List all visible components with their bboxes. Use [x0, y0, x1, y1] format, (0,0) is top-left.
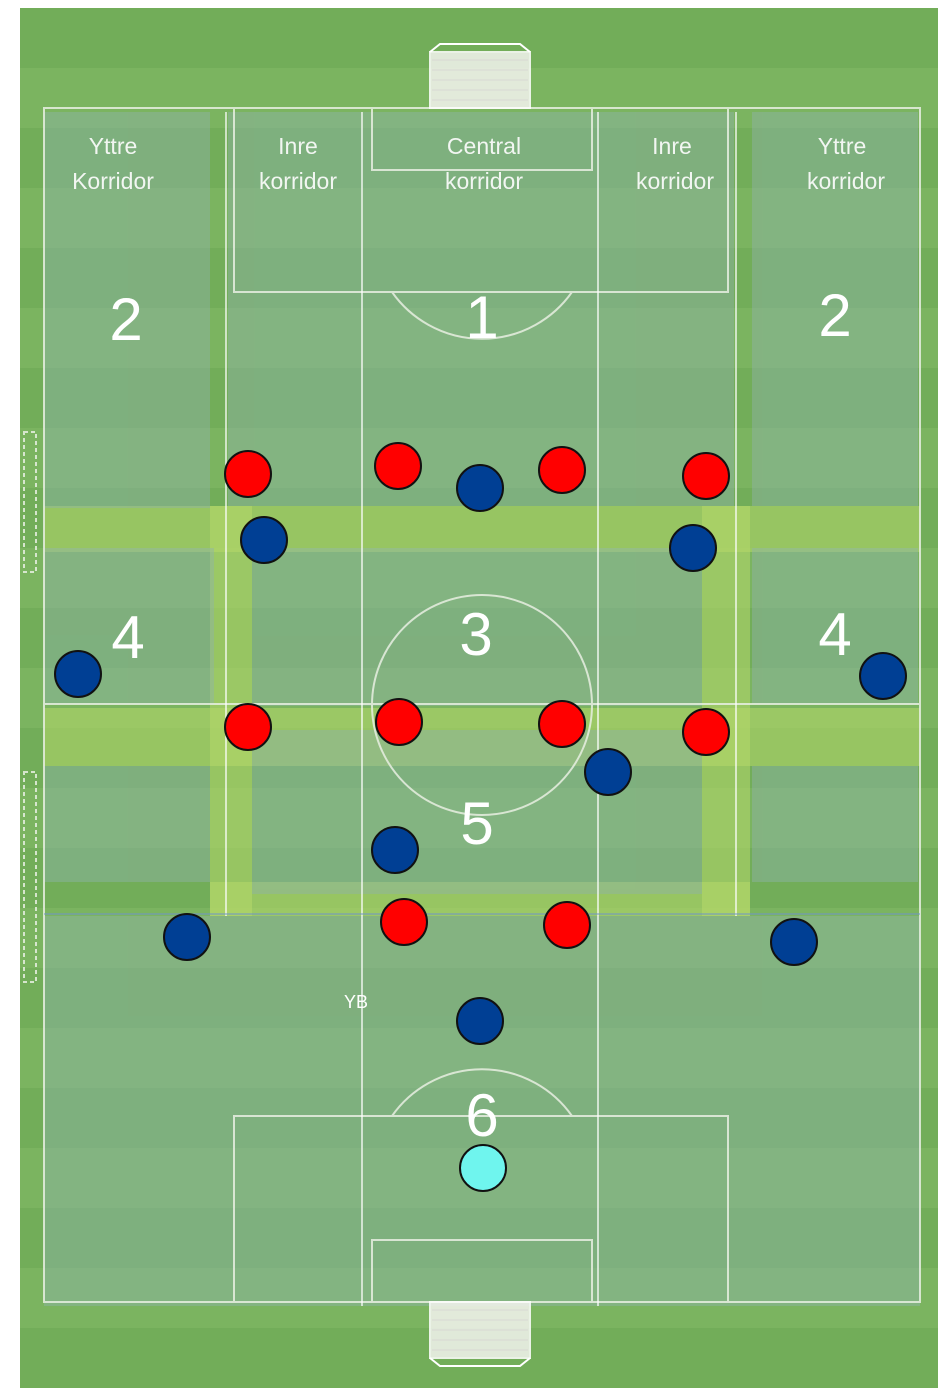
- zone-number-5: 5: [460, 790, 493, 857]
- goal-bottom: [430, 1302, 530, 1366]
- red-player: [683, 453, 729, 499]
- zone-number-4-left: 4: [111, 604, 144, 671]
- blue-player: [457, 998, 503, 1044]
- red-player: [544, 902, 590, 948]
- annotation-yb: YB: [344, 992, 368, 1012]
- blue-player: [457, 465, 503, 511]
- blue-player: [241, 517, 287, 563]
- zone-number-1: 1: [465, 284, 498, 351]
- zone-number-3: 3: [459, 601, 492, 668]
- blue-player: [372, 827, 418, 873]
- zone-number-2-left: 2: [109, 286, 142, 353]
- goalkeeper-player: [460, 1145, 506, 1191]
- red-player: [225, 704, 271, 750]
- red-player: [375, 443, 421, 489]
- goal-top: [430, 44, 530, 108]
- blue-player: [771, 919, 817, 965]
- blue-player: [860, 653, 906, 699]
- blue-player: [55, 651, 101, 697]
- blue-player: [670, 525, 716, 571]
- red-player: [225, 451, 271, 497]
- red-player: [376, 699, 422, 745]
- blue-player: [164, 914, 210, 960]
- red-player: [539, 447, 585, 493]
- zone-number-4-right: 4: [818, 601, 851, 668]
- red-player: [683, 709, 729, 755]
- blue-player: [585, 749, 631, 795]
- red-player: [381, 899, 427, 945]
- zone-number-2-right: 2: [818, 282, 851, 349]
- zone-number-6: 6: [465, 1082, 498, 1149]
- red-player: [539, 701, 585, 747]
